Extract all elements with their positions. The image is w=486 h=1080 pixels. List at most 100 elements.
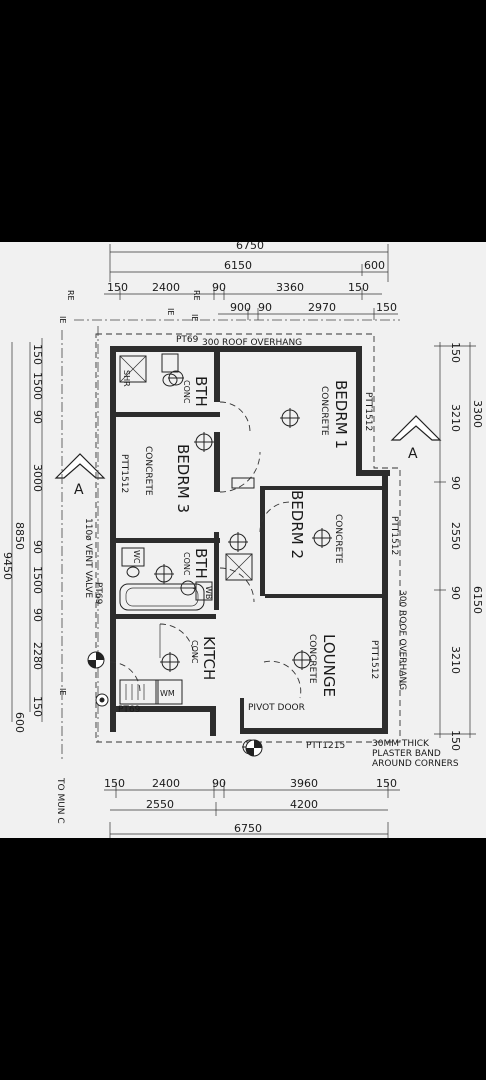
bottom-dim-90: 90	[212, 777, 226, 790]
wm-label: WM	[160, 689, 175, 698]
section-label-left: A	[74, 482, 84, 498]
hwc-fixture	[225, 553, 253, 581]
walls	[110, 346, 390, 736]
bottom-dim-2400: 2400	[152, 777, 180, 790]
light-icon	[168, 370, 184, 386]
ptt1312-lounge: PTT1512	[369, 640, 379, 679]
floor-plan-sheet: 6750 6150 600 150 2400 90 3360 150 900 9…	[0, 242, 486, 838]
section-label-right: A	[408, 446, 418, 462]
ie-label-top2: IE	[190, 314, 199, 321]
wc-label: WC	[132, 550, 141, 564]
bath-fixture	[119, 583, 205, 611]
shower-label: SHR	[122, 370, 131, 387]
wb-label: WB	[204, 586, 213, 599]
room-bedrm1: BEDRM 1	[332, 380, 350, 449]
bedrm2-floor: CONCRETE	[333, 514, 343, 564]
light-icon	[194, 432, 214, 452]
to-mun-label: TO MUN C	[55, 777, 65, 824]
annotations: 300 ROOF OVERHANG PT69 PT69 PT69 PTT1512…	[55, 335, 459, 824]
ie-label-bottom: IE	[58, 688, 67, 695]
roof-overhang-top: 300 ROOF OVERHANG	[202, 338, 302, 348]
roof-overhang-right: 300 ROOF OVERHANG	[397, 590, 407, 690]
left-dimensions: 150 1500 90 3000 90 1500 90 2280 150 885…	[1, 338, 44, 733]
external-light-icon	[95, 693, 109, 707]
bth2-floor: CONC	[182, 552, 191, 576]
top-dimensions: 6750 6150 600 150 2400 90 3360 150 900 9…	[104, 242, 398, 320]
left-dim-1500b: 1500	[31, 566, 44, 594]
light-icon	[160, 652, 180, 672]
top-dim-150a: 150	[107, 281, 128, 294]
top-dim-6150: 6150	[224, 259, 252, 272]
room-labels: BEDRM 1 CONCRETE BEDRM 3 CONCRETE BEDRM …	[143, 376, 350, 697]
plaster-note-1: 30MM THICK	[372, 739, 430, 749]
room-bth2: BTH	[192, 548, 210, 579]
top-dim-900: 900	[230, 301, 251, 314]
re-label-top: RE	[66, 290, 75, 301]
right-dimensions: 150 3210 90 2550 90 3210 150 3300 6150	[434, 342, 484, 751]
plaster-note-3: AROUND CORNERS	[372, 759, 459, 769]
ptt1512-bedrm1: PTT1512	[363, 392, 373, 431]
top-overall-dim: 6750	[236, 242, 264, 252]
re-label-top2: RE	[192, 290, 201, 301]
room-lounge: LOUNGE	[320, 634, 338, 697]
shower-fixture	[119, 355, 147, 383]
ptt1512-bedrm2: PTT1512	[389, 516, 399, 555]
external-light-icon	[87, 651, 105, 669]
room-bedrm3: BEDRM 3	[174, 444, 192, 513]
right-dim-2550: 2550	[449, 522, 462, 550]
room-bedrm2: BEDRM 2	[288, 490, 306, 559]
pt69-bottom: PT69	[118, 705, 141, 715]
left-dim-150a: 150	[31, 344, 44, 365]
section-marker-left: A	[54, 453, 106, 498]
passage-cupboard	[231, 477, 255, 489]
pivot-door-label: PIVOT DOOR	[248, 703, 305, 713]
room-bth1: BTH	[192, 376, 210, 407]
light-icon	[312, 528, 332, 548]
bottom-dim-2550: 2550	[146, 798, 174, 811]
bottom-dimensions: 150 2400 90 3960 150 2550 4200 6750	[104, 777, 400, 838]
left-dim-150b: 150	[31, 696, 44, 717]
ie-label-top1: IE	[166, 308, 175, 315]
top-dim-2400: 2400	[152, 281, 180, 294]
left-dim-90a: 90	[31, 410, 44, 424]
pt69-left: PT69	[93, 582, 103, 605]
ptt1512-bedrm3: PTT1512	[119, 454, 129, 493]
right-dim-3210a: 3210	[449, 404, 462, 432]
bth1-floor: CONC	[182, 380, 191, 404]
light-fittings	[87, 370, 332, 757]
top-dim-600: 600	[364, 259, 385, 272]
right-dim-90b: 90	[449, 586, 462, 600]
right-dim-6150: 6150	[471, 586, 484, 614]
left-dim-90c: 90	[31, 608, 44, 622]
left-dim-1500a: 1500	[31, 372, 44, 400]
light-icon	[292, 650, 312, 670]
light-icon	[280, 408, 300, 428]
bottom-overall-dim: 6750	[234, 822, 262, 835]
right-dim-150b: 150	[449, 730, 462, 751]
bedrm3-floor: CONCRETE	[143, 446, 153, 496]
right-dim-3210b: 3210	[449, 646, 462, 674]
toilet-fixture	[161, 353, 179, 373]
bedrm1-floor: CONCRETE	[319, 386, 329, 436]
ie-label-left: IE	[58, 316, 67, 323]
left-dim-2280: 2280	[31, 642, 44, 670]
top-dim-3360: 3360	[276, 281, 304, 294]
section-marker-right: A	[390, 415, 442, 462]
bottom-dim-4200: 4200	[290, 798, 318, 811]
top-dim-90a: 90	[212, 281, 226, 294]
top-dim-90b: 90	[258, 301, 272, 314]
left-dim-8850: 8850	[13, 522, 26, 550]
light-icon	[154, 564, 174, 584]
right-dim-150a: 150	[449, 342, 462, 363]
sink-fixture	[119, 679, 159, 705]
ptt1215-label: PTT1215	[306, 741, 345, 751]
right-dim-90a: 90	[449, 476, 462, 490]
room-kitch: KITCH	[200, 636, 218, 680]
plaster-note-2: PLASTER BAND	[372, 749, 441, 759]
right-dim-3300: 3300	[471, 400, 484, 428]
top-dim-150c: 150	[376, 301, 397, 314]
left-dim-3000: 3000	[31, 464, 44, 492]
left-dim-9450: 9450	[1, 552, 14, 580]
bottom-dim-3960: 3960	[290, 777, 318, 790]
